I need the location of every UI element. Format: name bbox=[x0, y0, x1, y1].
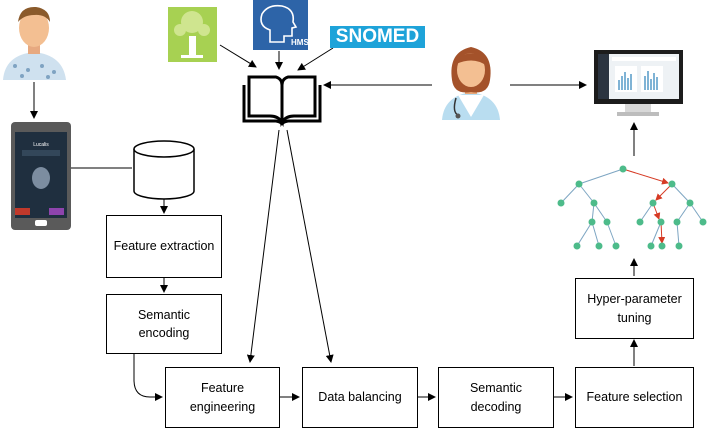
phone-screen-title: Lucalis bbox=[33, 142, 49, 148]
doctor-icon bbox=[442, 47, 500, 120]
arrow-encoding-to-engineering bbox=[133, 354, 163, 401]
feature-engineering-box: Feature engineering bbox=[165, 367, 280, 428]
tree-logo-icon bbox=[168, 7, 217, 62]
hms-logo-text: HMS bbox=[291, 38, 309, 47]
semantic-decoding-box: Semantic decoding bbox=[438, 367, 554, 428]
database-icon bbox=[133, 140, 195, 200]
hms-logo-icon: HMS bbox=[253, 0, 309, 50]
arrow-tree-logo-to-book bbox=[219, 44, 257, 68]
mobile-phone-icon: Lucalis bbox=[11, 122, 71, 230]
feature-extraction-box: Feature extraction bbox=[106, 215, 222, 278]
patient-icon bbox=[3, 6, 66, 80]
arrow-snomed-to-book bbox=[297, 47, 334, 71]
feature-selection-box: Feature selection bbox=[575, 367, 694, 428]
semantic-encoding-box: Semantic encoding bbox=[106, 294, 222, 354]
arrow-book-to-balancing bbox=[286, 129, 334, 363]
arrow-book-to-engineering bbox=[246, 129, 280, 363]
connectors bbox=[30, 44, 638, 401]
data-balancing-box: Data balancing bbox=[302, 367, 418, 428]
monitor-icon bbox=[594, 50, 683, 116]
knowledge-book-icon bbox=[242, 75, 322, 127]
decision-tree-icon bbox=[557, 165, 707, 250]
hyperparameter-tuning-box: Hyper-parameter tuning bbox=[575, 278, 694, 339]
snomed-logo: SNOMED bbox=[330, 26, 425, 48]
